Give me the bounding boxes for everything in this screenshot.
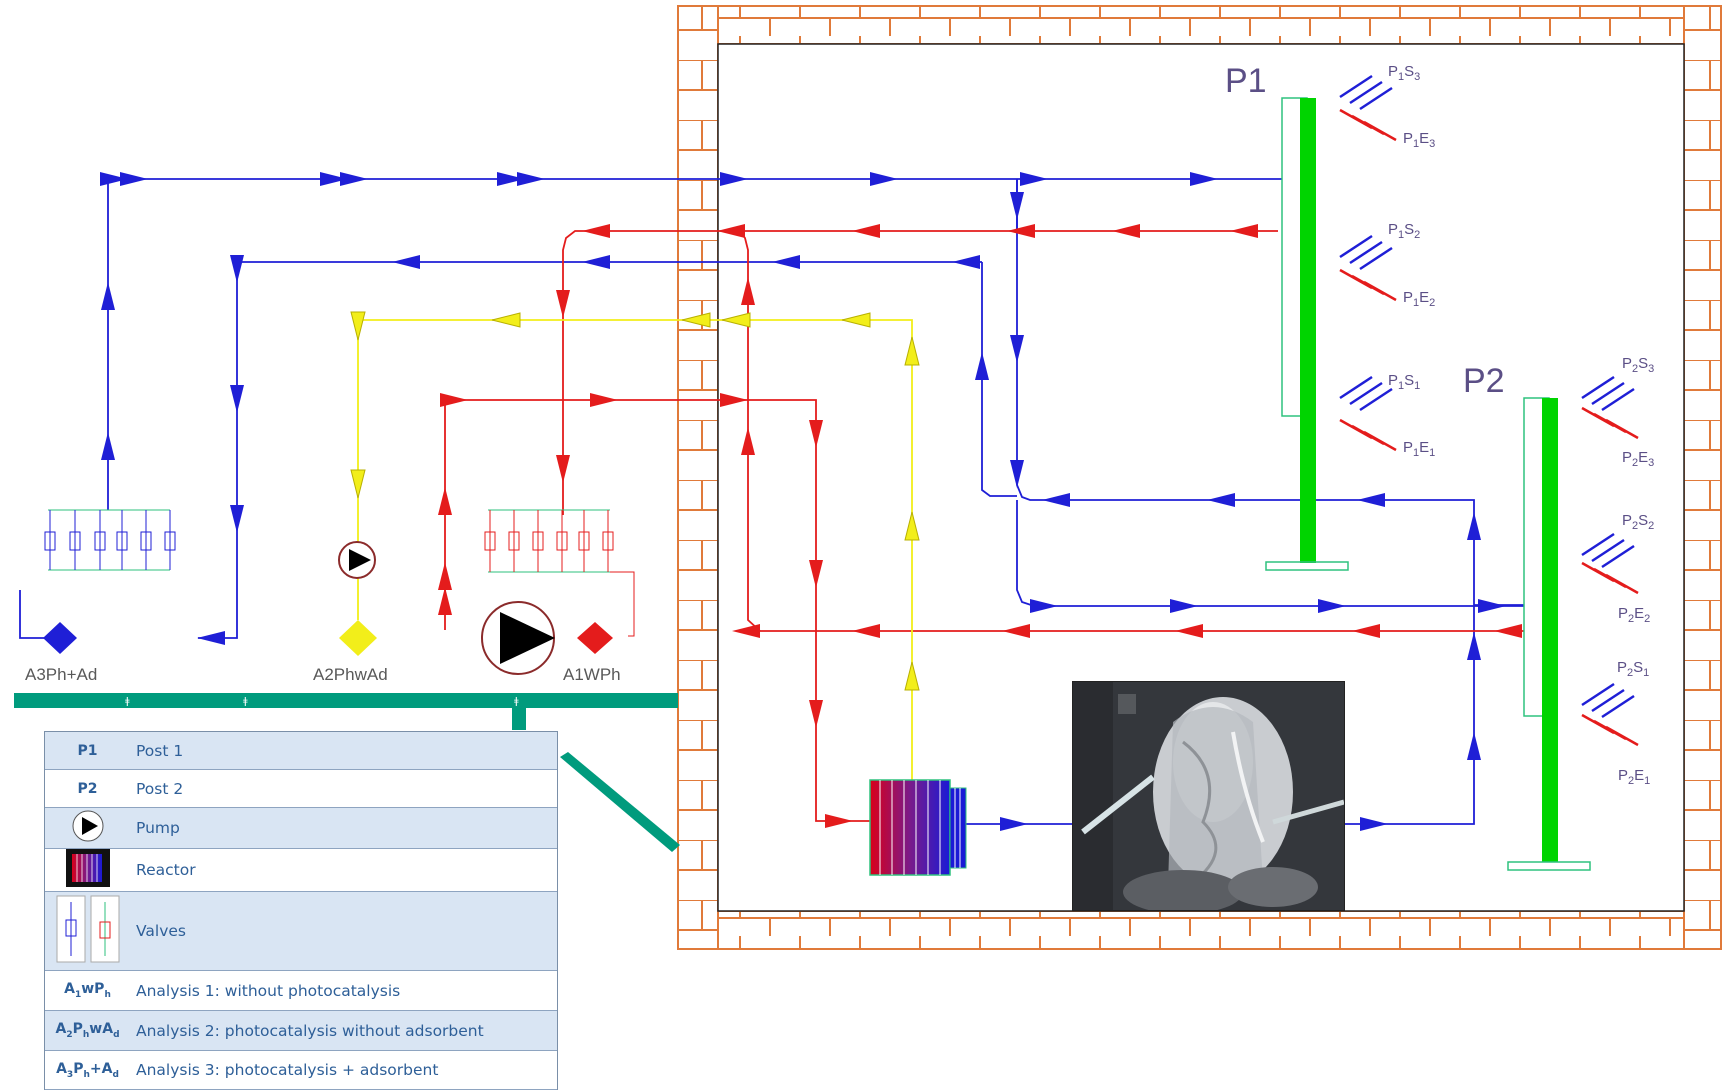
p1-point-e3: P1E3	[1403, 130, 1435, 150]
yellow-flow-arrows	[350, 311, 920, 691]
teal-bench: ǂ ǂ ǂ	[14, 693, 680, 852]
legend-row-a2: A2PhwAd Analysis 2: photocatalysis witho…	[45, 1011, 557, 1051]
p1-point-labels: P1S3 P1E3 P1S2 P1E2 P1S1 P1E1	[1388, 63, 1435, 459]
label-a3: A3Ph+Ad	[25, 665, 97, 684]
legend-key: P1	[77, 742, 98, 759]
reactor-icon	[869, 779, 967, 876]
pump-icon	[338, 541, 376, 579]
valve-manifold-a1	[484, 509, 635, 637]
legend-row-p2: P2 Post 2	[45, 770, 557, 808]
post-1-label: P1	[1225, 62, 1267, 100]
sample-port-a2	[339, 620, 377, 656]
p2-point-s1: P2S1	[1617, 659, 1649, 679]
p1-point-s3: P1S3	[1388, 63, 1420, 83]
p2-point-s3: P2S3	[1622, 355, 1654, 375]
post-1: P1	[1225, 62, 1349, 571]
label-a2: A2PhwAd	[313, 665, 388, 684]
legend-value: Post 2	[136, 779, 184, 798]
legend-value: Pump	[136, 819, 180, 837]
legend-value: Analysis 3: photocatalysis + adsorbent	[136, 1061, 439, 1079]
p1-point-e1: P1E1	[1403, 439, 1435, 459]
pump-icon	[72, 810, 103, 842]
post-2: P2	[1463, 362, 1591, 871]
p2-sample-arrows	[1581, 375, 1639, 747]
legend-key-a3: A3Ph+Ad	[56, 1060, 119, 1080]
p1-point-s1: P1S1	[1388, 372, 1420, 392]
p2-point-e3: P2E3	[1622, 449, 1654, 469]
svg-text:ǂ: ǂ	[514, 696, 519, 707]
legend-row-pump: Pump	[45, 808, 557, 849]
red-flow-arrows	[438, 224, 1522, 828]
reactor-icon	[65, 849, 110, 887]
reactor-photo	[1072, 681, 1345, 911]
valve-manifold-a3	[44, 509, 176, 571]
pump-icon	[481, 601, 555, 675]
sample-port-a1	[577, 622, 613, 654]
label-a1: A1WPh	[563, 665, 621, 684]
legend-row-valves: Valves	[45, 892, 557, 971]
p1-point-s2: P1S2	[1388, 221, 1420, 241]
legend-row-a3: A3Ph+Ad Analysis 3: photocatalysis + ads…	[45, 1051, 557, 1090]
sample-port-a3	[43, 622, 77, 654]
legend-value: Post 1	[136, 741, 184, 760]
legend-value: Analysis 2: photocatalysis without adsor…	[136, 1021, 484, 1040]
legend-row-p1: P1 Post 1	[45, 732, 557, 770]
svg-text:ǂ: ǂ	[125, 696, 130, 707]
valve-icon	[56, 895, 119, 963]
brick-wall	[677, 5, 1722, 950]
p2-point-labels: P2S3 P2E3 P2S2 P2E2 P2S1 P2E1	[1617, 355, 1654, 787]
legend-key-a1: A1wPh	[64, 981, 111, 1000]
legend-value: Valves	[136, 922, 186, 940]
legend-key-a2: A2PhwAd	[55, 1021, 120, 1040]
post-2-label: P2	[1463, 362, 1505, 400]
p1-sample-arrows	[1339, 74, 1397, 452]
legend-key: P2	[77, 780, 98, 797]
p1-point-e2: P1E2	[1403, 289, 1435, 309]
blue-flow-arrows	[100, 172, 1506, 831]
p2-point-s2: P2S2	[1622, 512, 1654, 532]
legend-row-a1: A1wPh Analysis 1: without photocatalysis	[45, 971, 557, 1011]
svg-text:ǂ: ǂ	[243, 696, 248, 707]
p2-point-e2: P2E2	[1618, 605, 1650, 625]
legend-value: Analysis 1: without photocatalysis	[136, 981, 401, 1000]
legend-row-reactor: Reactor	[45, 849, 557, 892]
legend-value: Reactor	[136, 861, 196, 879]
p2-point-e1: P2E1	[1618, 767, 1650, 787]
legend-table: P1 Post 1 P2 Post 2 Pump Reactor Valves …	[44, 731, 558, 1090]
